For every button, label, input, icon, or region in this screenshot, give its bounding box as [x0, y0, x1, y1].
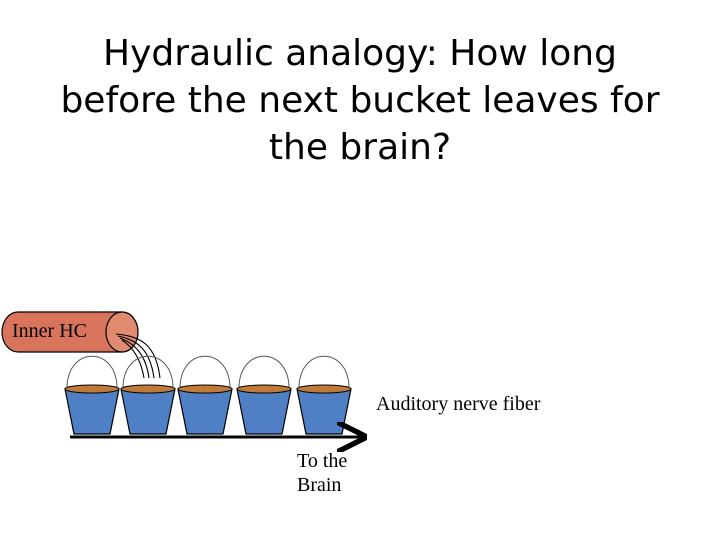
water-stream	[115, 333, 161, 379]
bucket-icon	[236, 355, 292, 435]
bucket-icon	[177, 355, 233, 435]
nerve-fiber-label: Auditory nerve fiber	[376, 393, 541, 415]
inner-hair-cell	[1, 311, 139, 353]
bucket-icon	[64, 355, 120, 435]
inner-hc-label: Inner HC	[12, 320, 87, 342]
slide-title: Hydraulic analogy: How long before the n…	[60, 33, 660, 168]
to-brain-label: To the Brain	[297, 450, 348, 496]
bucket-icon	[120, 355, 176, 435]
bucket-row	[64, 355, 352, 435]
bucket-icon	[296, 355, 352, 435]
